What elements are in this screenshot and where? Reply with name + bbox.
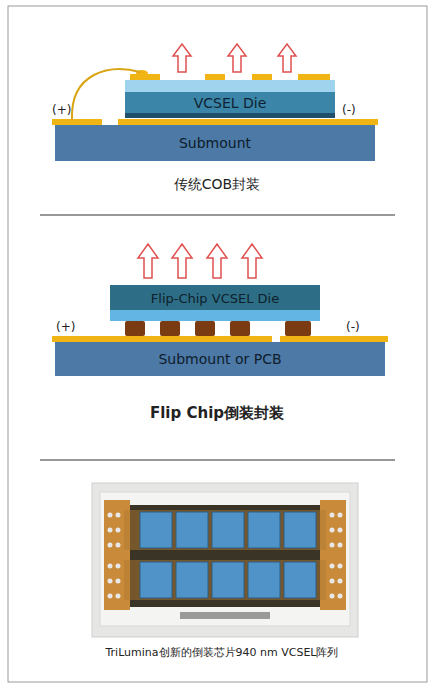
part-name: Submount or PCB xyxy=(158,351,281,367)
solder-bump xyxy=(125,321,145,336)
part-name: VCSEL Die xyxy=(194,95,267,111)
solder-bump xyxy=(195,321,215,336)
polarity-label: (+) xyxy=(56,320,75,334)
light-arrow xyxy=(207,244,227,278)
polarity-label: (-) xyxy=(342,103,356,117)
die-attach-area xyxy=(130,505,320,607)
light-arrow xyxy=(278,44,296,72)
figure-caption: Flip Chip倒装封装 xyxy=(150,404,284,423)
part-name: Submount xyxy=(179,135,251,151)
vcsel-die: VCSEL Die xyxy=(125,80,335,118)
gold-trace xyxy=(124,560,326,600)
light-arrow xyxy=(242,244,262,278)
divider-line xyxy=(40,215,395,216)
package-body xyxy=(92,483,358,637)
figure-caption: TriLumina创新的倒装芯片940 nm VCSEL阵列 xyxy=(105,645,338,660)
light-arrow xyxy=(173,44,191,72)
package-marking xyxy=(180,612,270,619)
light-arrow xyxy=(138,244,158,278)
figure-caption: 传统COB封装 xyxy=(174,176,260,194)
divider-line xyxy=(40,460,395,461)
light-arrow xyxy=(228,44,246,72)
submount: Submount or PCB xyxy=(55,342,385,376)
polarity-label: (+) xyxy=(52,103,71,117)
outer-frame xyxy=(8,6,427,682)
vcsel-chip xyxy=(140,512,316,598)
gold-trace xyxy=(124,510,326,550)
solder-bump xyxy=(230,321,250,336)
package-frame xyxy=(100,492,350,626)
flip-chip-die: Flip-Chip VCSEL Die xyxy=(110,285,320,321)
polarity-label: (-) xyxy=(346,320,360,334)
solder-bump xyxy=(160,321,180,336)
submount: Submount xyxy=(55,125,375,161)
part-name: Flip-Chip VCSEL Die xyxy=(151,291,279,306)
solder-bump xyxy=(285,321,311,336)
wire-bond-dots xyxy=(108,513,343,599)
light-arrow xyxy=(172,244,192,278)
